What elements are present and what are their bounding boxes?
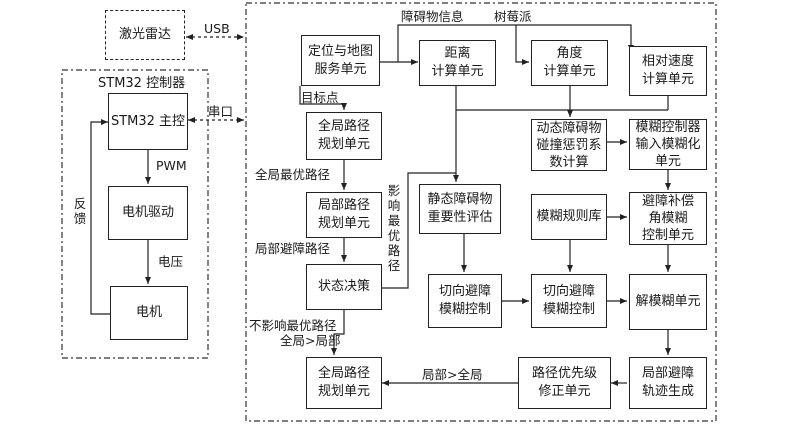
stm32-main-box: STM32 主控 — [108, 93, 188, 150]
distance-node: 距离 计算单元 — [419, 40, 496, 86]
target-point-arrow — [299, 86, 347, 110]
local-avoid-path-label: 局部避障路径 — [255, 241, 331, 256]
feedback-arrow — [90, 119, 110, 315]
raspberry-pi-group — [245, 2, 717, 422]
fuzzy-rules-node: 模糊规则库 — [531, 194, 607, 240]
serial-label: 串口 — [208, 104, 234, 119]
local-to-global-label: 局部>全局 — [422, 367, 483, 382]
global-to-local-label: 全局>局部 — [280, 333, 341, 348]
motor-driver-box: 电机驱动 — [108, 186, 188, 240]
compensation-node: 避障补偿 角模糊 控制单元 — [629, 192, 707, 245]
relative-speed-node: 相对速度 计算单元 — [629, 46, 707, 96]
tangent-fuzzy-2-node: 切向避障 模糊控制 — [531, 274, 607, 328]
affects-best-path-label: 影响最优路径 — [387, 183, 401, 273]
stm32-controller-group — [61, 69, 209, 359]
no-affect-best-path-arrow — [331, 310, 345, 355]
defuzzify-node: 解模糊单元 — [629, 274, 707, 330]
target-point-label: 目标点 — [301, 90, 339, 105]
localization-node: 定位与地图 服务单元 — [301, 35, 380, 86]
fuzzy-input-node: 模糊控制器 输入模糊化 单元 — [629, 119, 707, 170]
pwm-label: PWM — [156, 158, 187, 173]
raspberry-pi-label: 树莓派 — [494, 9, 532, 24]
local-trajectory-node: 局部避障 轨迹生成 — [629, 357, 707, 409]
obstacle-info-line — [397, 24, 634, 62]
priority-fix-node: 路径优先级 修正单元 — [518, 357, 611, 409]
usb-label: USB — [204, 21, 230, 36]
local-plan-node: 局部路径 规划单元 — [306, 192, 382, 238]
angle-node: 角度 计算单元 — [531, 40, 608, 86]
dynamic-penalty-node: 动态障碍物 碰撞惩罚系 数计算 — [531, 119, 607, 171]
global-plan-bottom-node: 全局路径 规划单元 — [306, 357, 382, 409]
motor-box: 电机 — [110, 286, 188, 340]
feedback-label: 反馈 — [73, 196, 87, 226]
lidar-box: 激光雷达 — [105, 10, 185, 60]
tangent-fuzzy-1-node: 切向避障 模糊控制 — [428, 274, 502, 328]
stm32-group-title: STM32 控制器 — [98, 76, 186, 91]
to-angle-arrow — [515, 25, 529, 65]
global-plan-top-node: 全局路径 规划单元 — [306, 112, 382, 160]
decision-node: 状态决策 — [306, 264, 382, 310]
voltage-label: 电压 — [158, 254, 184, 269]
obstacle-info-label: 障碍物信息 — [401, 9, 464, 24]
static-eval-node: 静态障碍物 重要性评估 — [419, 184, 501, 234]
global-best-path-label: 全局最优路径 — [255, 167, 331, 182]
affects-best-path-line — [380, 172, 456, 289]
no-affect-best-path-label: 不影响最优路径 — [249, 318, 337, 333]
